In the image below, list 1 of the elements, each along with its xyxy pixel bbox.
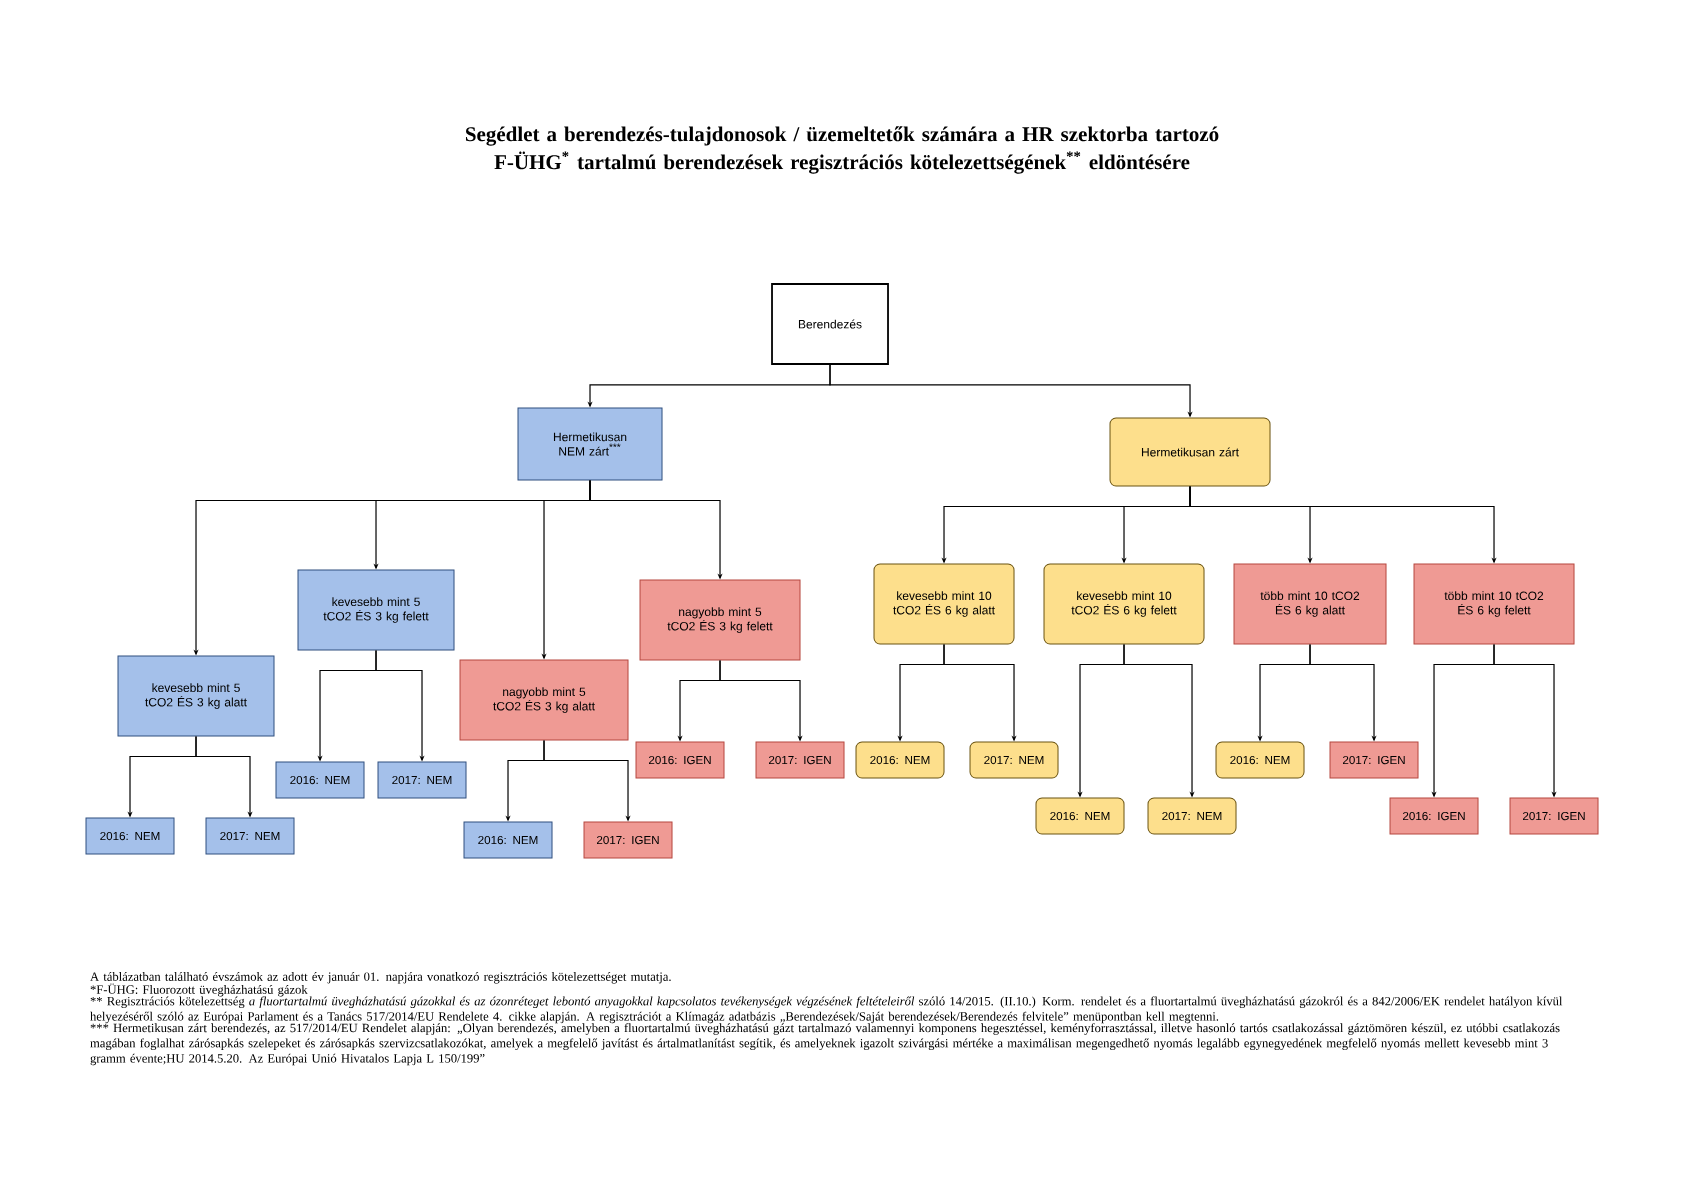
title: Segédlet a berendezés-tulajdonosok / üzemeltetők számára a HR szektorba tartozó F-ÜHG$^{*}$ tartalmú berendezések regisztrációs kötelezettségének$^{**}$ eldöntésére [466,126,1219,174]
